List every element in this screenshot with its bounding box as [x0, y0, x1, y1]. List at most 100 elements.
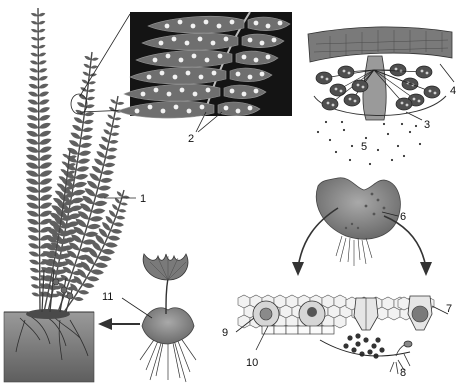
sporangium [322, 98, 338, 110]
spore [387, 133, 389, 135]
gametangia-panel [238, 295, 434, 374]
young-sporophyte-on-prothallus [140, 254, 196, 382]
callout-5: 5 [361, 141, 367, 153]
sorus-dot [167, 92, 172, 97]
spore [343, 129, 345, 131]
sorus-dot [141, 92, 146, 97]
sorus-dot [230, 89, 235, 94]
sperm-cell [367, 349, 372, 354]
sorus-dot [236, 109, 241, 114]
sorus-dot [160, 71, 165, 76]
sorus-dot [242, 55, 247, 60]
sorus-dot [154, 88, 159, 93]
sperm-cell [347, 335, 352, 340]
spore [349, 159, 351, 161]
spore [325, 121, 327, 123]
fern-frond [25, 8, 53, 312]
spore [403, 155, 405, 157]
sperm-cell [379, 347, 384, 352]
callout-10-label: 10 [246, 357, 258, 369]
sporophyte-fern [25, 8, 130, 312]
sporangium [390, 64, 406, 76]
sorus-dot [248, 106, 253, 111]
spore [377, 149, 379, 151]
sorus-dot [212, 71, 217, 76]
sorus-dot [174, 105, 179, 110]
sorus-dot [218, 54, 223, 59]
callout-11-label: 11 [102, 291, 113, 303]
callout-3: 3 [406, 112, 430, 131]
callout-2-label: 2 [188, 133, 194, 145]
sorus-dot [266, 55, 271, 60]
sorus-dot [161, 109, 166, 114]
sorus-dot [254, 89, 259, 94]
sporangium [396, 98, 412, 110]
spore [409, 131, 411, 133]
sorus-dot [217, 24, 222, 29]
sorus-dot [166, 54, 171, 59]
sorus-dot [206, 88, 211, 93]
sporangium [424, 86, 440, 98]
sorus-dot [159, 41, 164, 46]
sperm-cell [343, 343, 348, 348]
spore [335, 151, 337, 153]
callout-7-label: 7 [446, 303, 452, 315]
spore [401, 123, 403, 125]
sorus-dot [266, 24, 271, 29]
sorus-dot [242, 92, 247, 97]
sorus-dot [199, 75, 204, 80]
sorus-dot [153, 58, 158, 63]
sorus-dot [180, 88, 185, 93]
callout-7: 7 [432, 303, 452, 315]
tissue-cell [398, 297, 410, 310]
callout-5-label: 5 [361, 141, 367, 153]
spore [351, 145, 353, 147]
sporangium [344, 94, 360, 106]
sperm-cell [355, 341, 360, 346]
spore [383, 123, 385, 125]
sorus-dot [260, 41, 265, 46]
callout-11: 11 [102, 291, 152, 318]
sorus-dot [205, 58, 210, 63]
sorus-dot [147, 75, 152, 80]
spore [397, 145, 399, 147]
spore [419, 143, 421, 145]
sorus-dot [224, 37, 229, 42]
spore [365, 137, 367, 139]
sporangium [338, 66, 354, 78]
callout-1-label: 1 [140, 193, 146, 205]
sporangium [416, 66, 432, 78]
sorus-dot [200, 105, 205, 110]
spore [415, 125, 417, 127]
sorus-dot [254, 58, 259, 63]
sporangium [316, 72, 332, 84]
spore [317, 131, 319, 133]
callout-4-label: 4 [450, 85, 456, 97]
spore [369, 163, 371, 165]
callout-10: 10 [246, 326, 268, 369]
callout-8: 8 [400, 354, 410, 379]
sorus-dot [211, 41, 216, 46]
sorus-dot [230, 20, 235, 25]
sorus-dot [193, 92, 198, 97]
callout-4: 4 [440, 64, 456, 97]
sperm-cell [371, 343, 376, 348]
callout-8-label: 8 [400, 367, 406, 379]
sorus-dot [165, 24, 170, 29]
sorus-dot [254, 21, 259, 26]
sorus-dot [198, 37, 203, 42]
spore [391, 159, 393, 161]
callout-9-label: 9 [222, 327, 228, 339]
sporangium [352, 80, 368, 92]
sorus-dot [187, 109, 192, 114]
sorus-dot [179, 58, 184, 63]
sorus-dot [192, 54, 197, 59]
inset-connector-lines [71, 14, 130, 114]
sorus-dot [173, 75, 178, 80]
sorus-dot [260, 72, 265, 77]
spore [341, 121, 343, 123]
sperm-cell [351, 347, 356, 352]
sporangium [330, 84, 346, 96]
sorus-dot [248, 75, 253, 80]
sorus-dot [278, 21, 283, 26]
